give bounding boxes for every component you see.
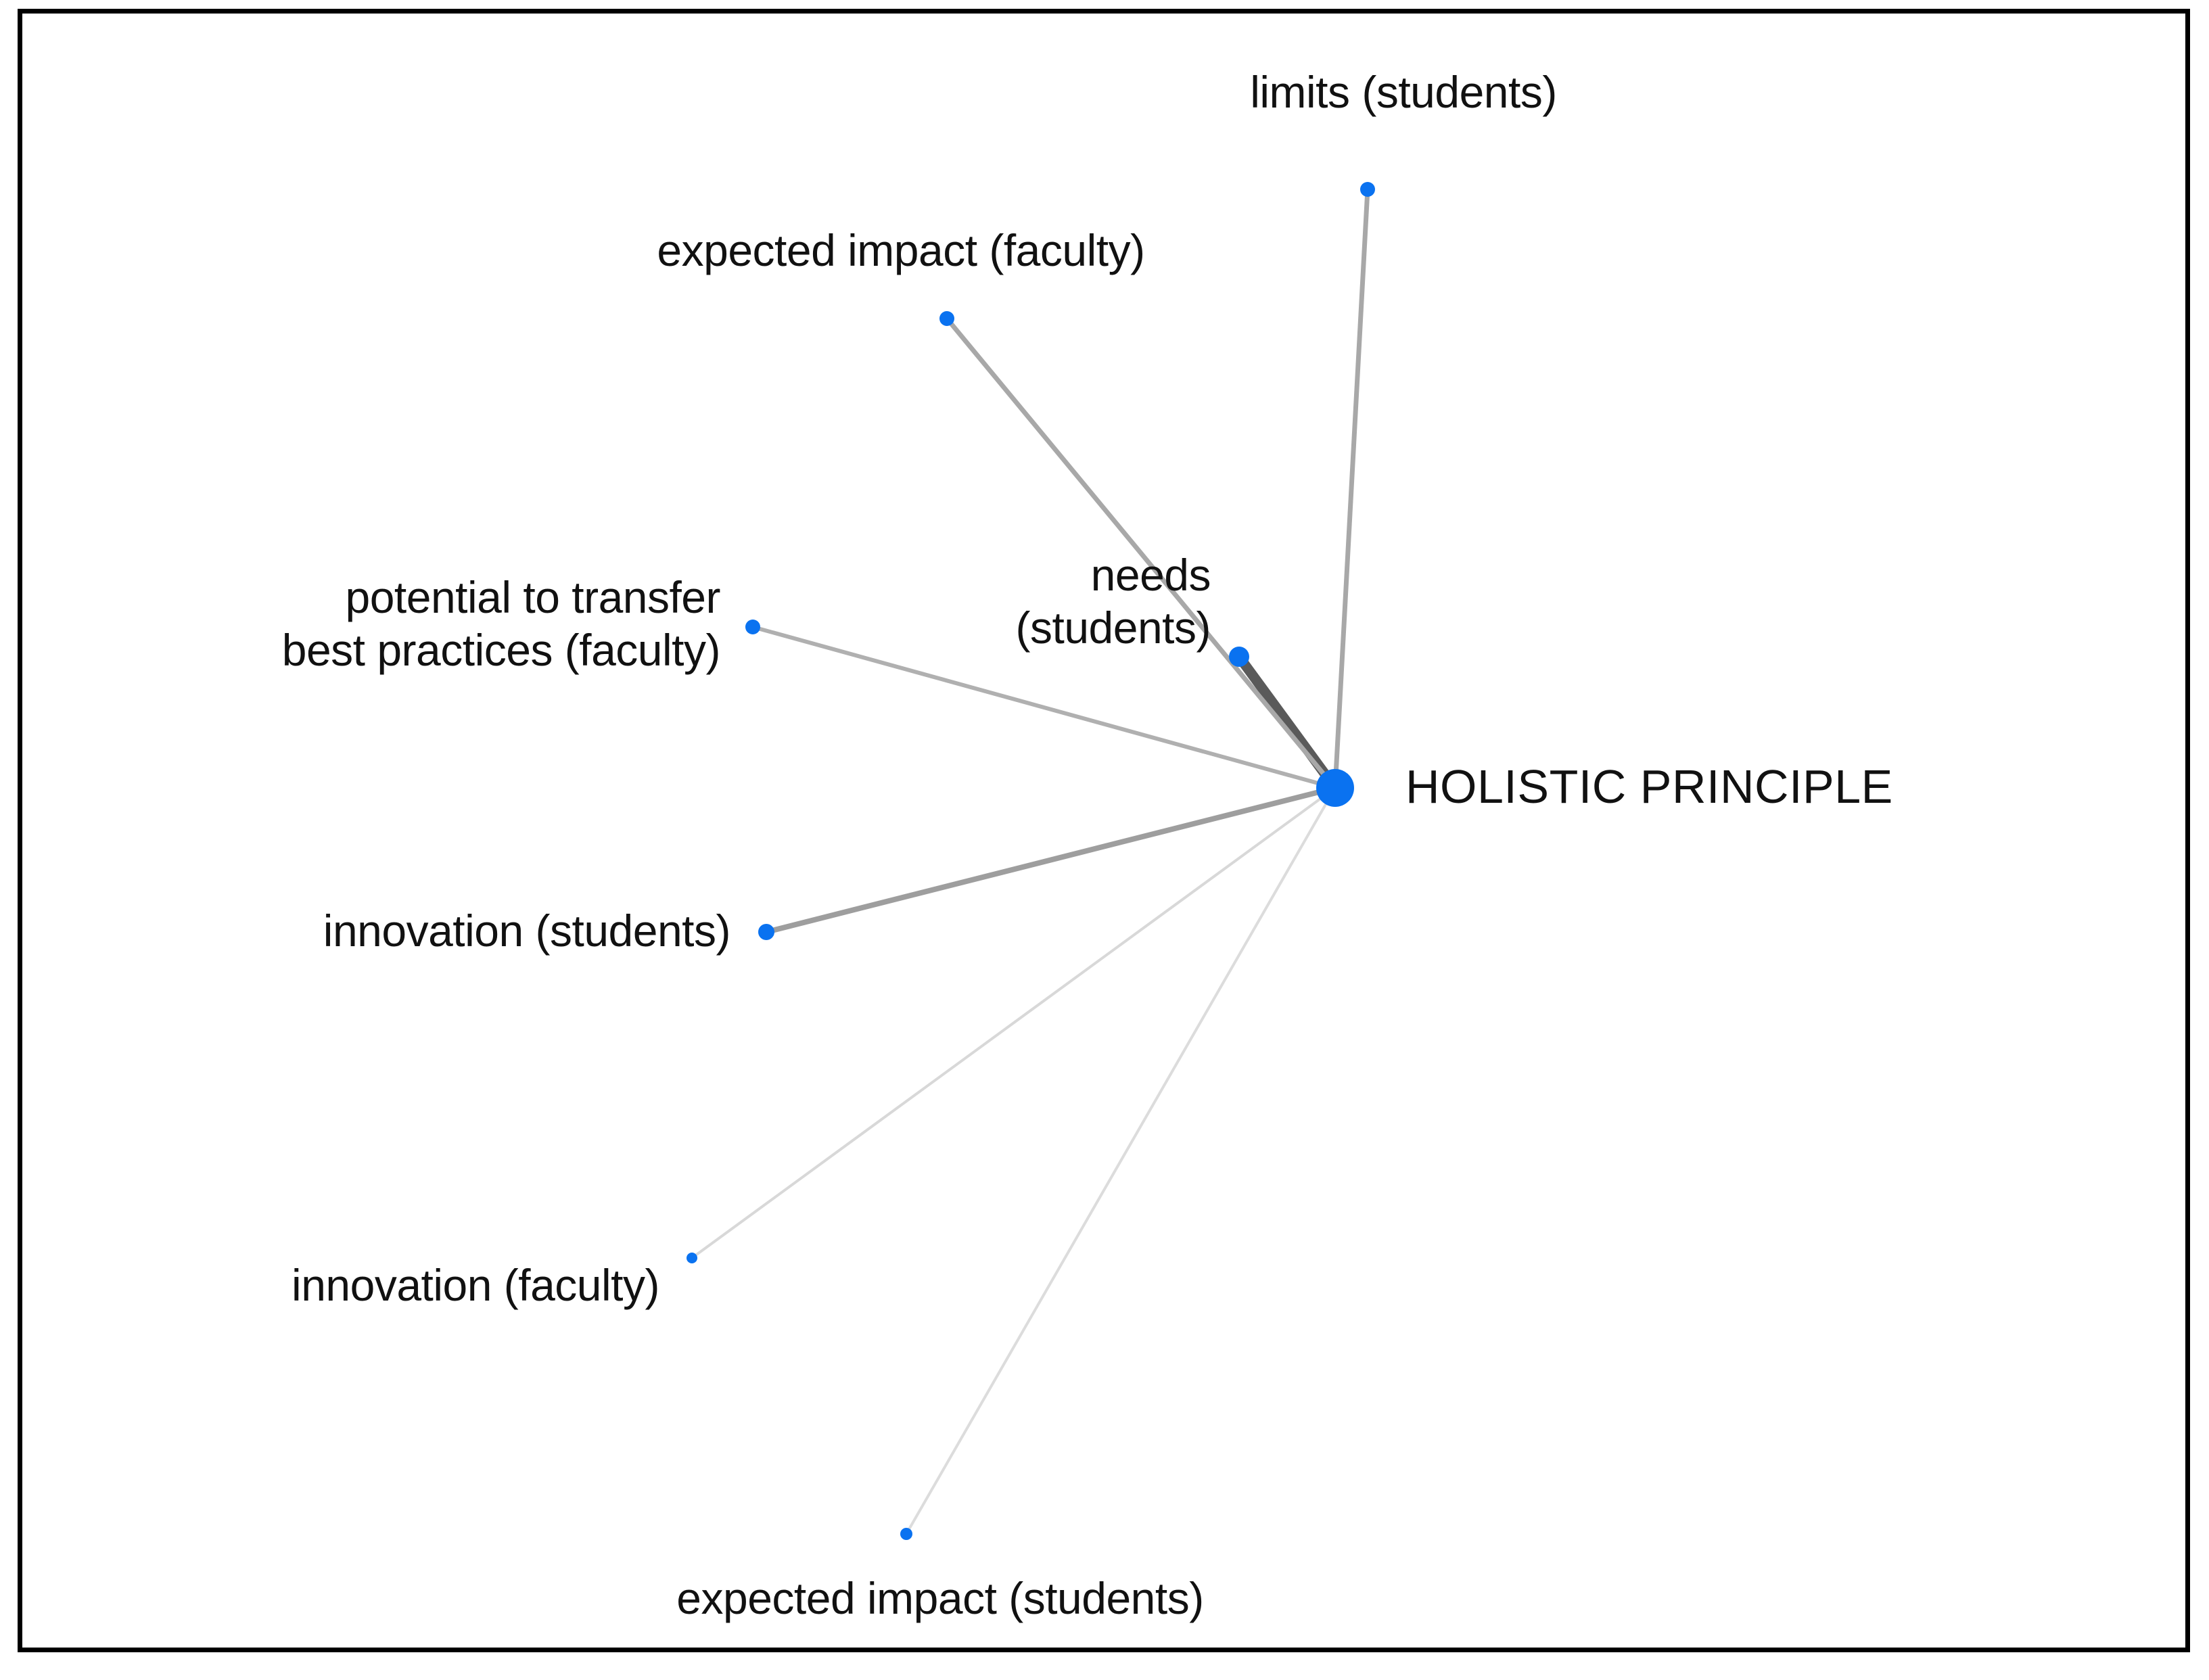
node-label-expected-impact-students: expected impact (students) bbox=[676, 1572, 1204, 1625]
node-label-line: expected impact (students) bbox=[676, 1573, 1204, 1623]
graph-edge bbox=[944, 316, 1338, 791]
graph-edge bbox=[1332, 187, 1370, 791]
node-label-line: innovation (students) bbox=[323, 906, 731, 956]
node-label-line: best practices (faculty) bbox=[281, 624, 721, 675]
node-label-limits-students: limits (students) bbox=[1250, 66, 1557, 119]
figure-border bbox=[18, 9, 2190, 1652]
node-label-expected-impact-faculty: expected impact (faculty) bbox=[657, 225, 1145, 277]
graph-edge bbox=[764, 785, 1338, 935]
node-label-needs-students: needs(students) bbox=[1016, 549, 1211, 655]
edges-layer bbox=[691, 187, 1370, 1535]
node-label-line: HOLISTIC PRINCIPLE bbox=[1405, 760, 1893, 813]
node-label-line: expected impact (faculty) bbox=[657, 225, 1145, 275]
graph-node-innovation-faculty[interactable] bbox=[687, 1253, 697, 1263]
node-label-line: innovation (faculty) bbox=[292, 1260, 659, 1310]
node-label-innovation-faculty: innovation (faculty) bbox=[292, 1259, 659, 1312]
graph-edge bbox=[751, 625, 1337, 790]
node-label-holistic-principle: HOLISTIC PRINCIPLE bbox=[1405, 759, 1893, 815]
graph-node-innovation-students[interactable] bbox=[758, 924, 774, 940]
node-label-line: needs bbox=[1090, 550, 1211, 600]
nodes-layer bbox=[687, 182, 1375, 1540]
graph-node-expected-impact-faculty[interactable] bbox=[939, 311, 954, 326]
graph-node-potential-transfer-best-practices-faculty[interactable] bbox=[745, 620, 760, 634]
graph-edge bbox=[905, 787, 1336, 1535]
graph-node-expected-impact-students[interactable] bbox=[900, 1528, 912, 1540]
node-label-line: limits (students) bbox=[1250, 67, 1557, 117]
graph-node-needs-students[interactable] bbox=[1229, 647, 1249, 667]
graph-edge bbox=[691, 787, 1336, 1259]
node-label-line: potential to transfer bbox=[345, 572, 721, 622]
node-label-line: (students) bbox=[1015, 602, 1211, 653]
node-label-innovation-students: innovation (students) bbox=[323, 905, 731, 958]
graph-node-limits-students[interactable] bbox=[1360, 182, 1375, 197]
graph-node-holistic-principle[interactable] bbox=[1316, 769, 1354, 807]
